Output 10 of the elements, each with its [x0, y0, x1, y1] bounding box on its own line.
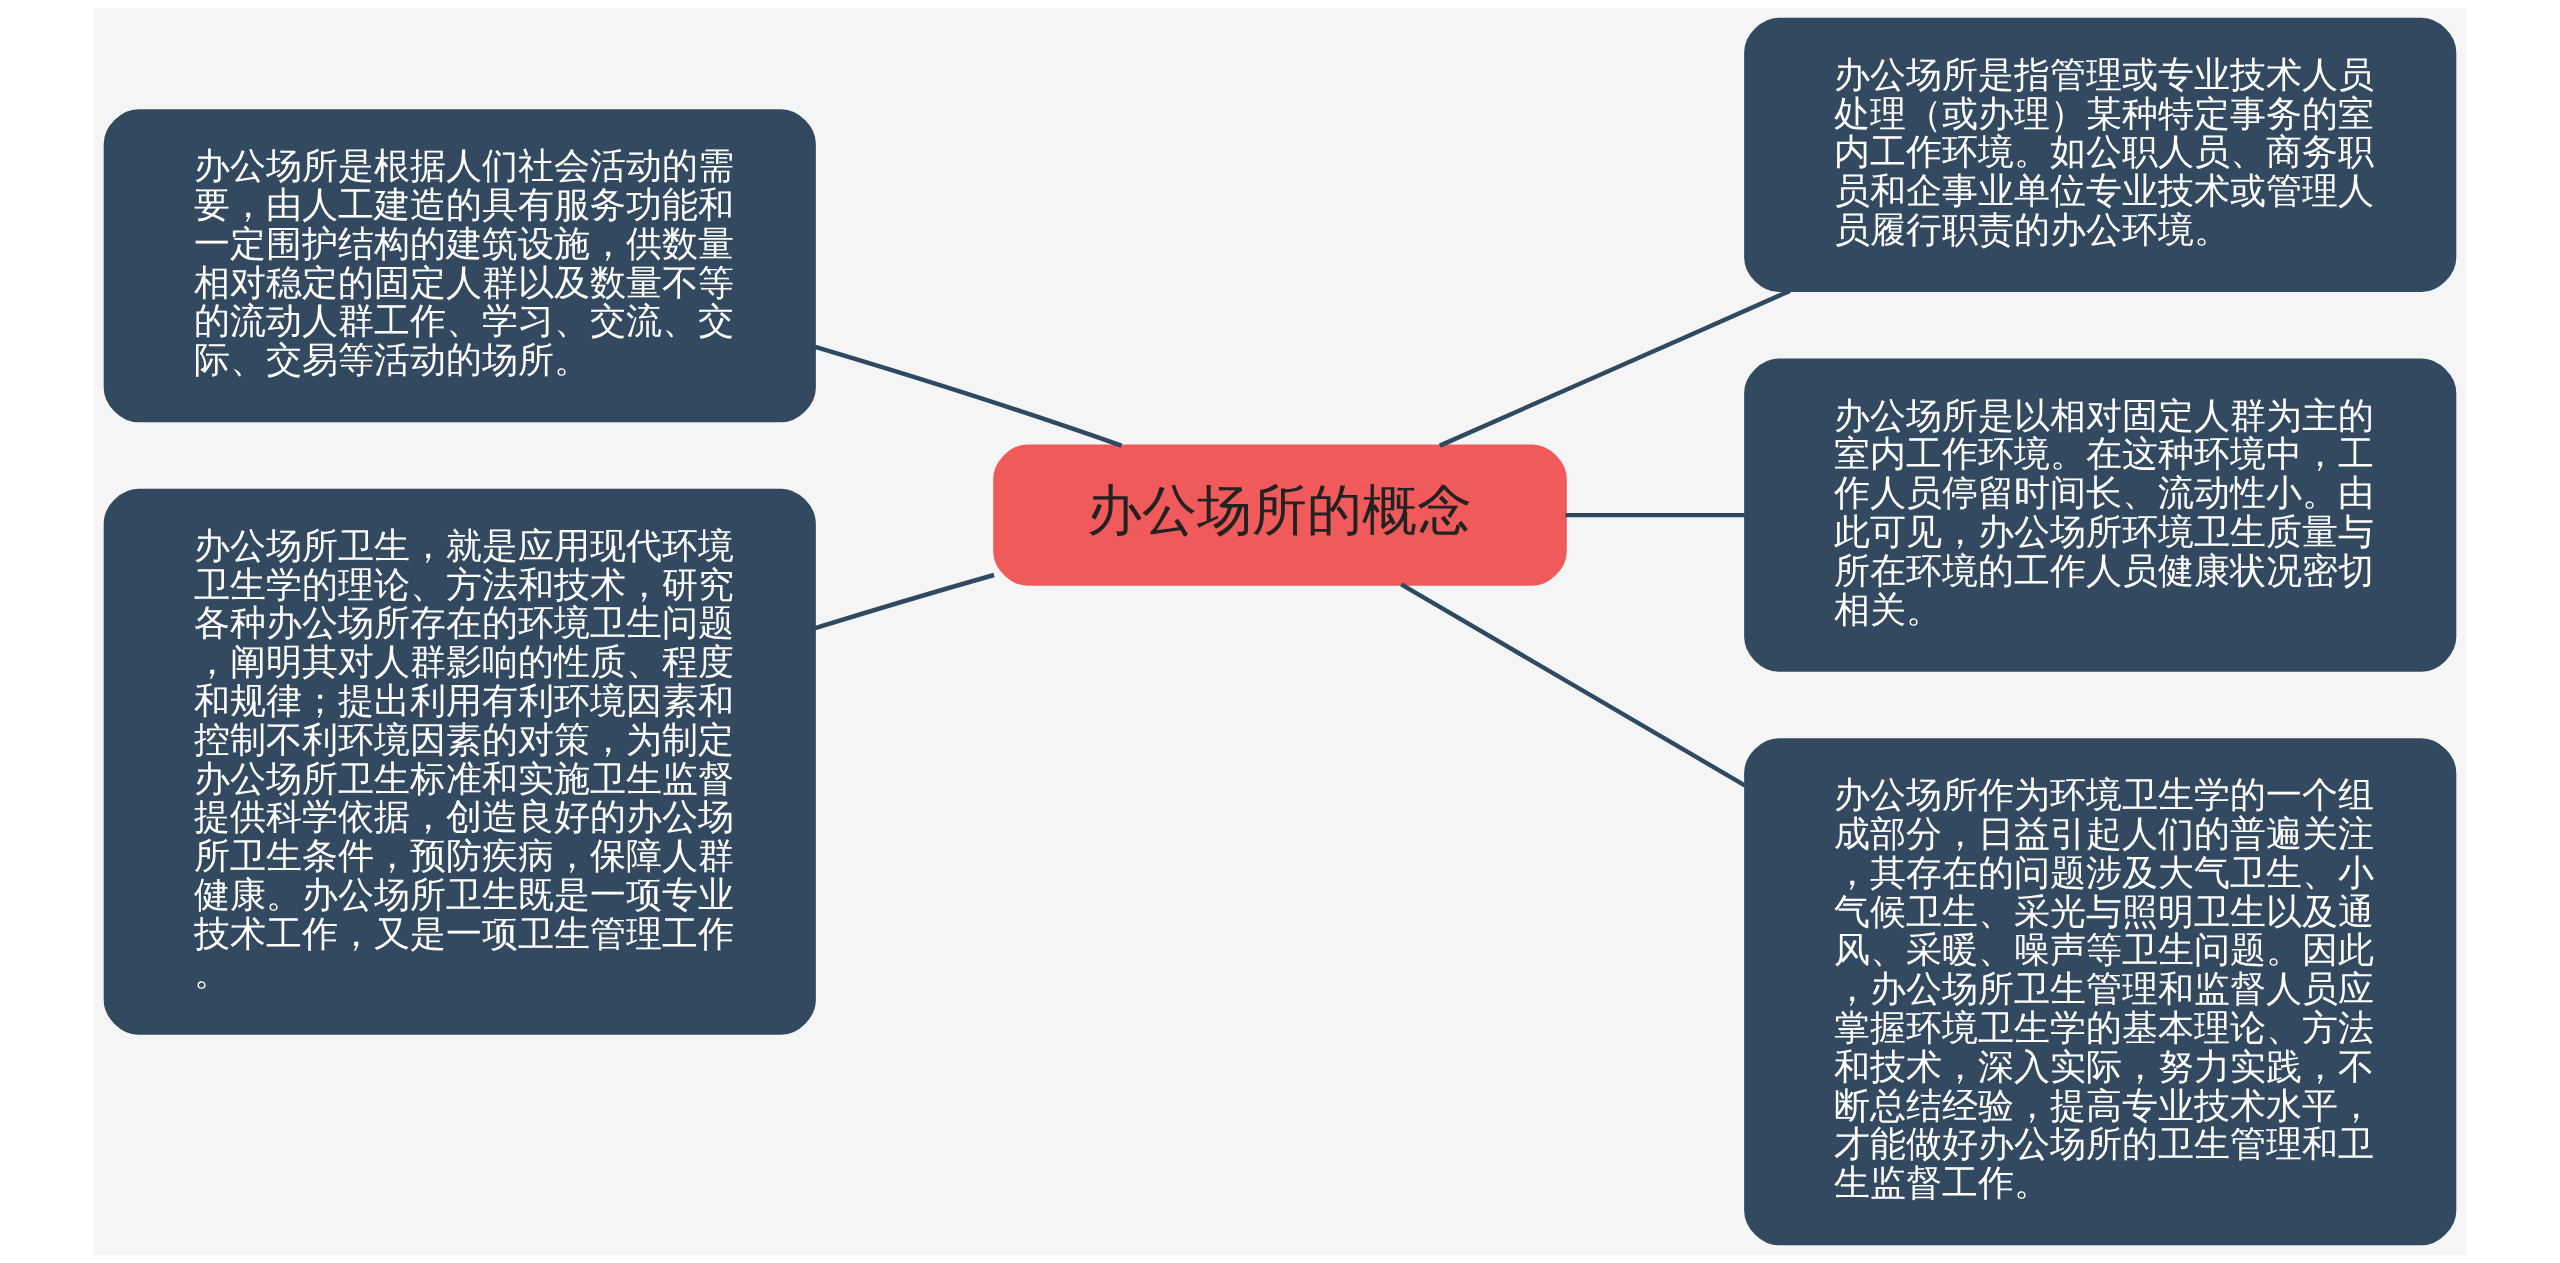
connector	[814, 344, 1123, 448]
node-box: 办公场所是指管理或专业技术人员处理（或办理）某种特定事务的室内工作环境。如公职人员、商务职员和企事业单位专业技术或管理人员履行职责的办公环境。	[1744, 17, 2457, 293]
node-box: 办公场所的概念	[993, 444, 1567, 586]
connector	[814, 572, 995, 631]
node-box: 办公场所作为环境卫生学的一个组成部分，日益引起人们的普遍关注，其存在的问题涉及大气卫生、小气候卫生、采光与照明卫生以及通风、采暖、噪声等卫生问题。因此，办公场所卫生管理和监督人员应掌握环境卫生学的基本理论、方法和技术，深入实际，努力实践，不断总结经验，提高专业技术水平，才能做好办公场所的卫生管理和卫生监督工作。	[1744, 738, 2457, 1246]
node-box: 办公场所卫生，就是应用现代环境卫生学的理论、方法和技术，研究各种办公场所存在的环境卫生问题，阐明其对人群影响的性质、程度和规律；提出利用有利环境因素和控制不利环境因素的对策，为制定办公场所卫生标准和实施卫生监督提供科学依据，创造良好的办公场所卫生条件，预防疾病，保障人群健康。办公场所卫生既是一项专业技术工作，又是一项卫生管理工作。	[103, 488, 816, 1035]
node-box: 办公场所是以相对固定人群为主的室内工作环境。在这种环境中，工作人员停留时间长、流动性小。由此可见，办公场所环境卫生质量与所在环境的工作人员健康状况密切相关。	[1744, 358, 2457, 672]
connector	[1565, 512, 1745, 518]
connector	[1400, 582, 1747, 788]
node-box: 办公场所是根据人们社会活动的需要，由人工建造的具有服务功能和一定围护结构的建筑设施，供数量相对稳定的固定人群以及数量不等的流动人群工作、学习、交流、交际、交易等活动的场所。	[103, 109, 816, 423]
